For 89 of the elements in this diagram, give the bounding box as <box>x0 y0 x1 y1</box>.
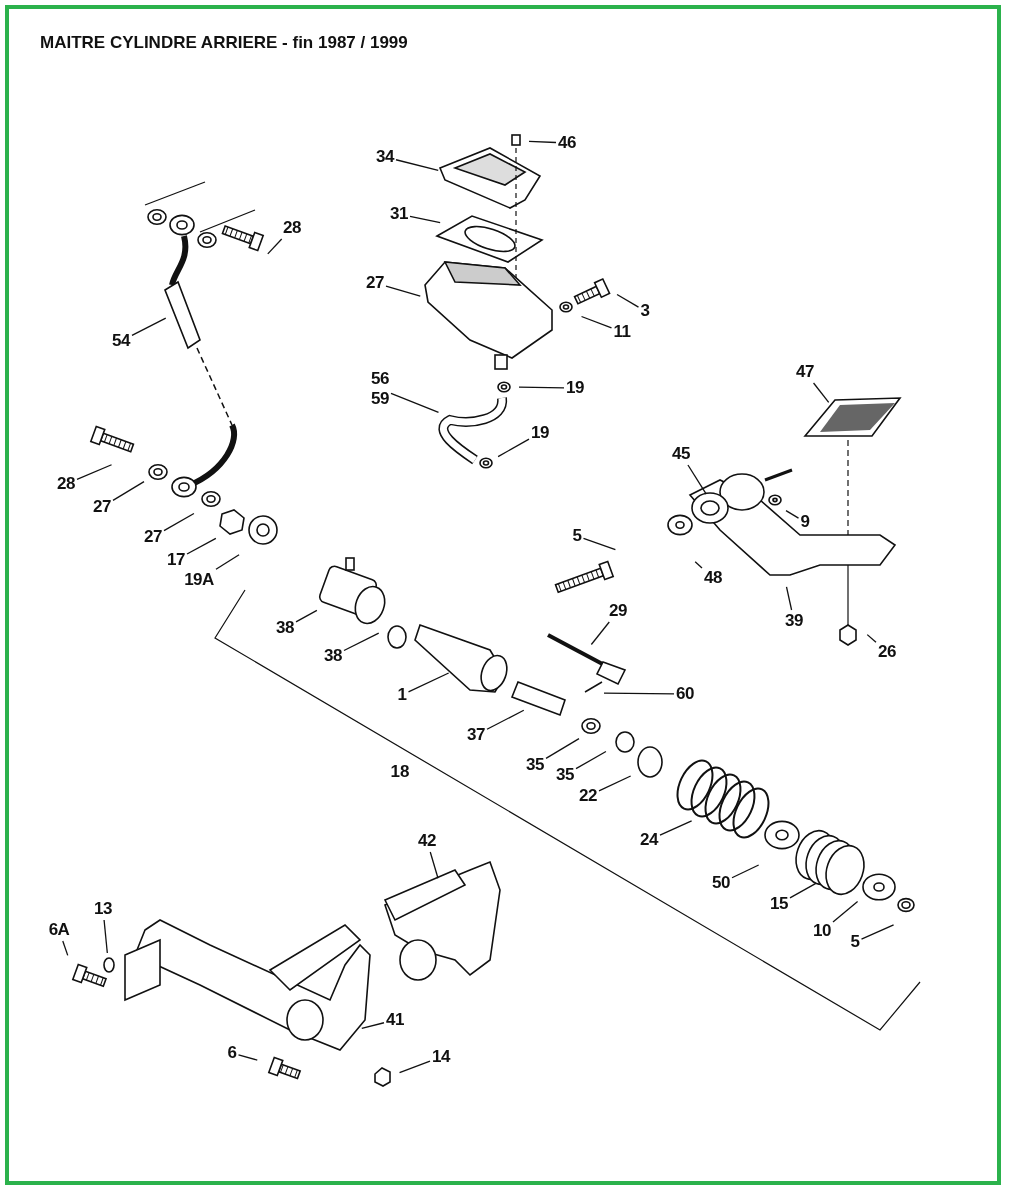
callout-number: 31 <box>390 204 408 224</box>
leader-line <box>385 285 421 297</box>
leader-line <box>528 140 557 144</box>
leader-line <box>518 386 565 389</box>
leader-line <box>590 621 610 646</box>
callout-number: 27 <box>93 497 111 517</box>
leader-line <box>659 820 693 836</box>
callout-number: 37 <box>467 725 485 745</box>
callout-number: 24 <box>640 830 658 850</box>
callout-number: 38 <box>276 618 294 638</box>
callout-number: 56 <box>371 369 389 389</box>
callout-number: 28 <box>283 218 301 238</box>
leader-line <box>186 537 217 555</box>
callout-number: 46 <box>558 133 576 153</box>
callout-number: 18 <box>390 762 410 782</box>
leader-line <box>409 215 441 224</box>
callout-number: 27 <box>366 273 384 293</box>
leader-line <box>616 293 640 308</box>
leader-line <box>575 750 607 770</box>
callout-number: 3 <box>640 301 650 321</box>
leader-line <box>789 882 817 899</box>
callout-number: 34 <box>376 147 394 167</box>
leader-line <box>343 632 380 652</box>
callout-number: 39 <box>785 611 803 631</box>
leader-line <box>62 940 69 957</box>
leader-line <box>112 480 145 501</box>
leader-line <box>866 633 877 643</box>
leader-line <box>361 1022 385 1029</box>
callout-number: 6A <box>48 920 70 940</box>
callout-number: 10 <box>813 921 831 941</box>
callout-number: 38 <box>324 646 342 666</box>
callout-number: 47 <box>796 362 814 382</box>
callout-number: 60 <box>676 684 694 704</box>
callout-number: 19 <box>531 423 549 443</box>
leader-line <box>598 775 632 792</box>
leader-line <box>395 159 439 171</box>
callout-number: 29 <box>609 601 627 621</box>
callout-number: 5 <box>850 932 860 952</box>
leader-line <box>545 737 580 760</box>
callout-number: 59 <box>371 389 389 409</box>
leader-line <box>407 672 450 693</box>
leader-line <box>694 561 703 569</box>
callout-number: 11 <box>613 322 631 342</box>
callout-number: 17 <box>167 550 185 570</box>
callout-number: 6 <box>227 1043 237 1063</box>
callout-number: 1 <box>397 685 407 705</box>
callout-number: 13 <box>94 899 112 919</box>
leader-line <box>860 924 895 940</box>
callout-number: 22 <box>579 786 597 806</box>
leader-line <box>429 851 439 879</box>
callout-number: 9 <box>800 512 810 532</box>
callout-number: 42 <box>418 831 436 851</box>
callout-number: 27 <box>144 527 162 547</box>
callout-number: 28 <box>57 474 75 494</box>
leader-line <box>497 438 530 458</box>
leader-line <box>486 709 525 730</box>
leader-line <box>131 317 167 337</box>
leader-line <box>103 919 108 954</box>
leader-line <box>785 509 800 519</box>
leader-line <box>832 900 859 923</box>
callout-number: 26 <box>878 642 896 662</box>
callout-number: 54 <box>112 331 130 351</box>
callout-number: 48 <box>704 568 722 588</box>
leader-line <box>731 864 760 879</box>
leader-line <box>267 238 283 255</box>
callout-number: 35 <box>556 765 574 785</box>
leader-line <box>76 464 113 480</box>
callout-number: 19 <box>566 378 584 398</box>
callout-number: 45 <box>672 444 690 464</box>
callout-number: 19A <box>184 570 214 590</box>
callout-number: 14 <box>432 1047 450 1067</box>
leader-line <box>398 1060 431 1074</box>
diagram-title: MAITRE CYLINDRE ARRIERE - fin 1987 / 1999 <box>40 33 408 53</box>
leader-line <box>237 1054 258 1061</box>
leader-line <box>295 609 318 623</box>
leader-line <box>580 315 613 329</box>
callout-number: 15 <box>770 894 788 914</box>
leader-line <box>812 382 830 404</box>
leader-line <box>785 586 793 611</box>
leader-line <box>582 537 617 551</box>
leader-line <box>603 692 675 695</box>
callout-number: 5 <box>572 526 582 546</box>
leader-line <box>163 512 195 532</box>
callout-number: 41 <box>386 1010 404 1030</box>
callout-number: 50 <box>712 873 730 893</box>
leader-line <box>215 554 240 570</box>
callout-number: 35 <box>526 755 544 775</box>
leader-line <box>390 392 440 414</box>
leader-line <box>687 464 707 495</box>
